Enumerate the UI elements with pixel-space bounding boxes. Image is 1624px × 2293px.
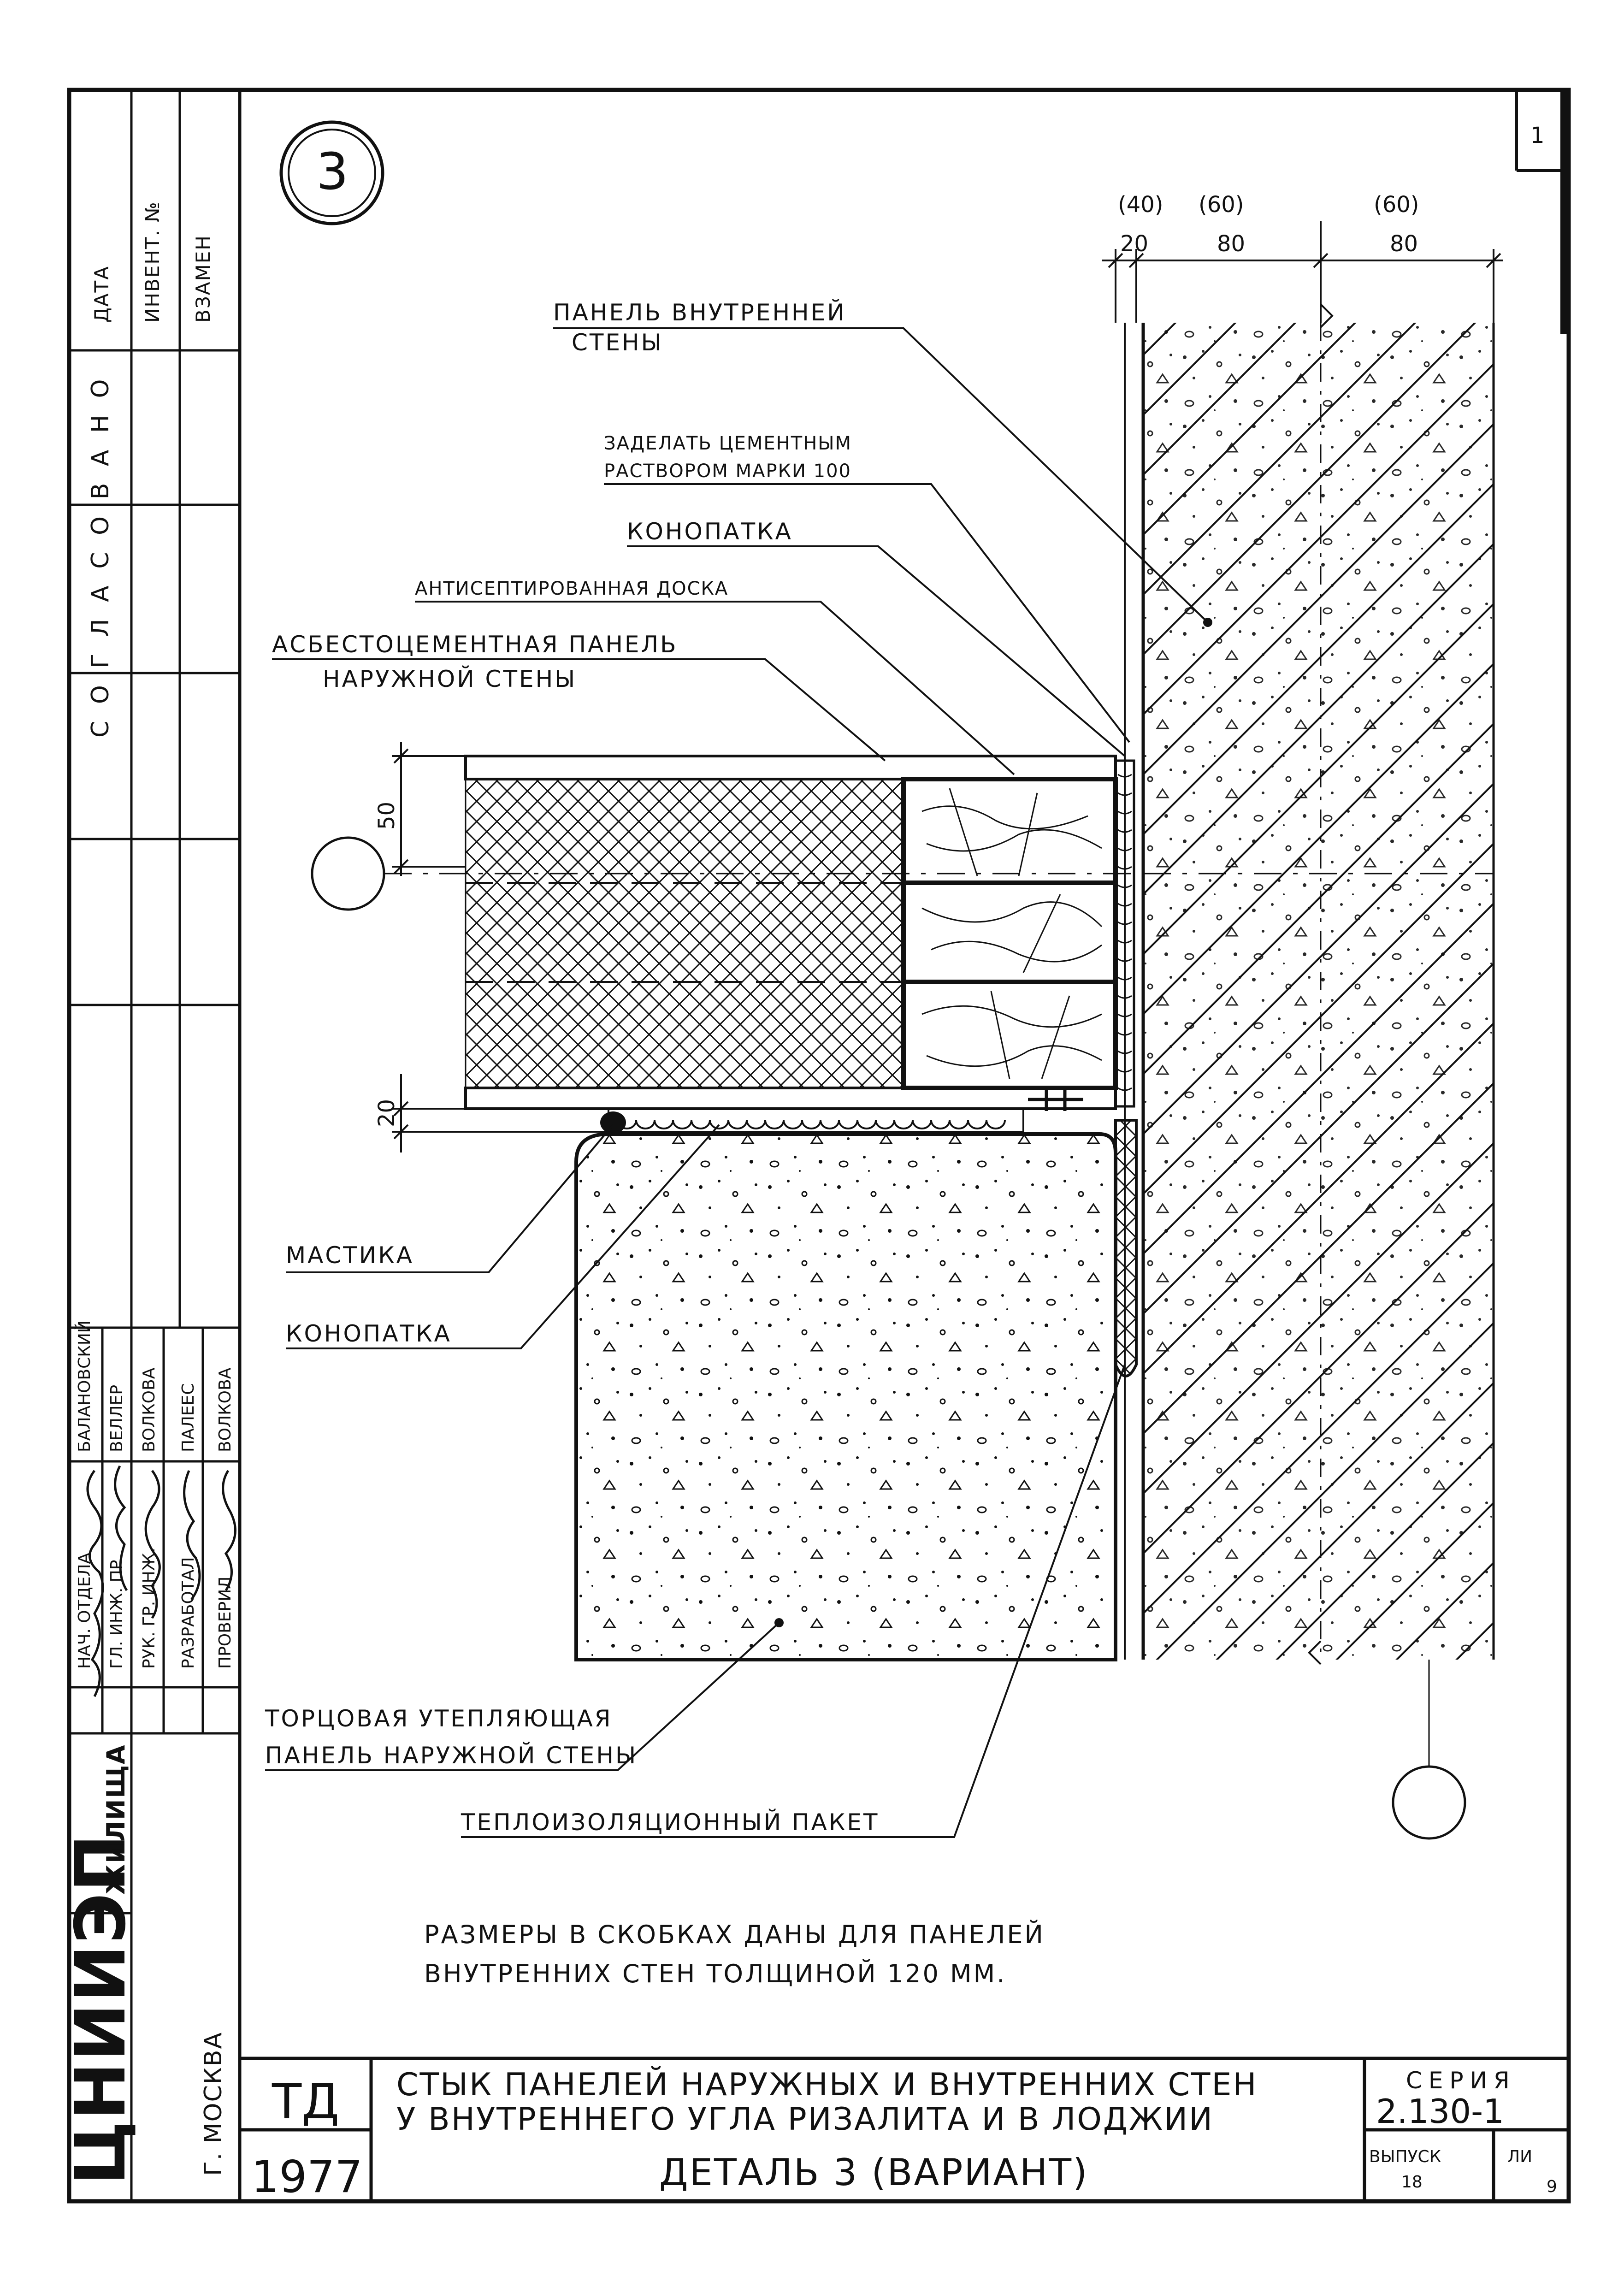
- label-mastic: МАСТИКА: [286, 1242, 414, 1269]
- dim-20: 20: [1120, 231, 1148, 257]
- label-asbestos-1: АСБЕСТОЦЕМЕНТНАЯ ПАНЕЛЬ: [272, 631, 678, 658]
- stamp-name-2: ВЕЛЛЕР: [107, 1385, 126, 1452]
- stamp-date-label: ДАТА: [90, 266, 113, 323]
- detail-marker: 3: [279, 120, 384, 225]
- note-line-2: ВНУТРЕННИХ СТЕН ТОЛЩИНОЙ 120 ММ.: [424, 1959, 1006, 1988]
- stamp-name-3: ВОЛКОВА: [140, 1367, 159, 1452]
- org-city: Г. МОСКВА: [200, 2032, 227, 2176]
- org-logo: ЦНИИЭП: [61, 1833, 141, 2185]
- dim-bracket-60a: (60): [1199, 192, 1244, 218]
- sheet-label: ЛИ: [1507, 2147, 1532, 2166]
- note-line-1: РАЗМЕРЫ В СКОБКАХ ДАНЫ ДЛЯ ПАНЕЛЕЙ: [424, 1920, 1045, 1949]
- issue-value: 18: [1401, 2173, 1423, 2192]
- leader-dots: [774, 618, 1212, 1627]
- sheet-edge-bar: [1560, 90, 1571, 334]
- stamp-role-head: НАЧ. ОТДЕЛА: [75, 1552, 94, 1669]
- asbestos-panel: [464, 755, 1117, 1110]
- issue-label: ВЫПУСК: [1369, 2147, 1441, 2166]
- caulk-strip-horizontal: [608, 1108, 1024, 1133]
- label-end-panel-2: ПАНЕЛЬ НАРУЖНОЙ СТЕНЫ: [265, 1742, 638, 1769]
- stamp-name-5: ВОЛКОВА: [216, 1367, 235, 1452]
- detail-number: 3: [316, 142, 348, 201]
- label-mortar-2: РАСТВОРОМ МАРКИ 100: [604, 461, 851, 482]
- dim-bracket-60b: (60): [1374, 192, 1419, 218]
- title-subtitle: ДЕТАЛЬ 3 (ВАРИАНТ): [659, 2151, 1088, 2194]
- title-year: 1977: [251, 2152, 363, 2203]
- dim-20-left: 20: [374, 1099, 400, 1127]
- series-value: 2.130-1: [1376, 2092, 1504, 2131]
- title-line-1: СТЫК ПАНЕЛЕЙ НАРУЖНЫХ И ВНУТРЕННИХ СТЕН: [396, 2066, 1258, 2103]
- sheet-frame: [67, 88, 1571, 2204]
- series-label: СЕРИЯ: [1406, 2067, 1516, 2094]
- label-board: АНТИСЕПТИРОВАННАЯ ДОСКА: [415, 578, 728, 599]
- signatures: [86, 1465, 236, 1697]
- dim-bracket-40: (40): [1118, 192, 1163, 218]
- end-insulating-panel: [574, 1132, 1117, 1661]
- stamp-names: БАЛАНОВСКИЙ ВЕЛЛЕР ВОЛКОВА ПАЛЕЕС ВОЛКОВ…: [75, 1320, 235, 1452]
- sheet-corner-number: 1: [1530, 123, 1545, 148]
- stamp-replace-label: ВЗАМЕН: [192, 235, 214, 323]
- stamp-role-chief-eng: ГЛ. ИНЖ. ПР.: [107, 1554, 126, 1669]
- label-heat-pack: ТЕПЛОИЗОЛЯЦИОННЫЙ ПАКЕТ: [461, 1808, 879, 1836]
- leader-lines: [265, 327, 1209, 1838]
- dim-80a: 80: [1217, 231, 1245, 257]
- stamp-role-developed: РАЗРАБОТАЛ: [179, 1557, 198, 1669]
- stamp-agreed-label: С О Г Л А С О В А Н О: [87, 375, 114, 738]
- dim-80b: 80: [1390, 231, 1418, 257]
- org-suffix: ЖИЛИЩА: [101, 1744, 130, 1895]
- dim-50: 50: [374, 802, 400, 830]
- stamp-role-checked: ПРОВЕРИЛ: [216, 1577, 235, 1669]
- stamp-name-4: ПАЛЕЕС: [179, 1383, 198, 1452]
- inner-wall-panel: [1124, 303, 1495, 1665]
- stamp-inventory-label: ИНВЕНТ. №: [141, 201, 164, 323]
- left-dimensions: [392, 742, 608, 1152]
- label-caulk-bottom: КОНОПАТКА: [286, 1320, 452, 1347]
- steel-connector: [1028, 1088, 1083, 1111]
- sheet-value: 9: [1547, 2177, 1557, 2196]
- title-block-frame: [240, 2057, 1569, 2201]
- top-dimension-chain: [1102, 221, 1503, 323]
- label-asbestos-2: НАРУЖНОЙ СТЕНЫ: [323, 665, 577, 692]
- title-code: ТД: [272, 2074, 339, 2130]
- stamp-name-1: БАЛАНОВСКИЙ: [75, 1320, 94, 1452]
- label-end-panel-1: ТОРЦОВАЯ УТЕПЛЯЮЩАЯ: [265, 1705, 613, 1732]
- axis-markers: [311, 836, 1494, 1840]
- stamp-roles: НАЧ. ОТДЕЛА ГЛ. ИНЖ. ПР. РУК. ГР. ИНЖ. Р…: [75, 1548, 235, 1669]
- mastic-blob: [600, 1111, 626, 1134]
- wooden-boards: [901, 777, 1118, 1090]
- title-line-2: У ВНУТРЕННЕГО УГЛА РИЗАЛИТА И В ЛОДЖИИ: [396, 2101, 1214, 2138]
- label-inner-panel-2: СТЕНЫ: [572, 329, 663, 356]
- label-inner-panel-1: ПАНЕЛЬ ВНУТРЕННЕЙ: [553, 299, 846, 326]
- label-mortar-1: ЗАДЕЛАТЬ ЦЕМЕНТНЫМ: [604, 433, 852, 454]
- caulk-strip-vertical: [1114, 759, 1135, 1108]
- label-caulk-top: КОНОПАТКА: [627, 518, 793, 545]
- heat-insulation-pack: [1114, 1119, 1138, 1377]
